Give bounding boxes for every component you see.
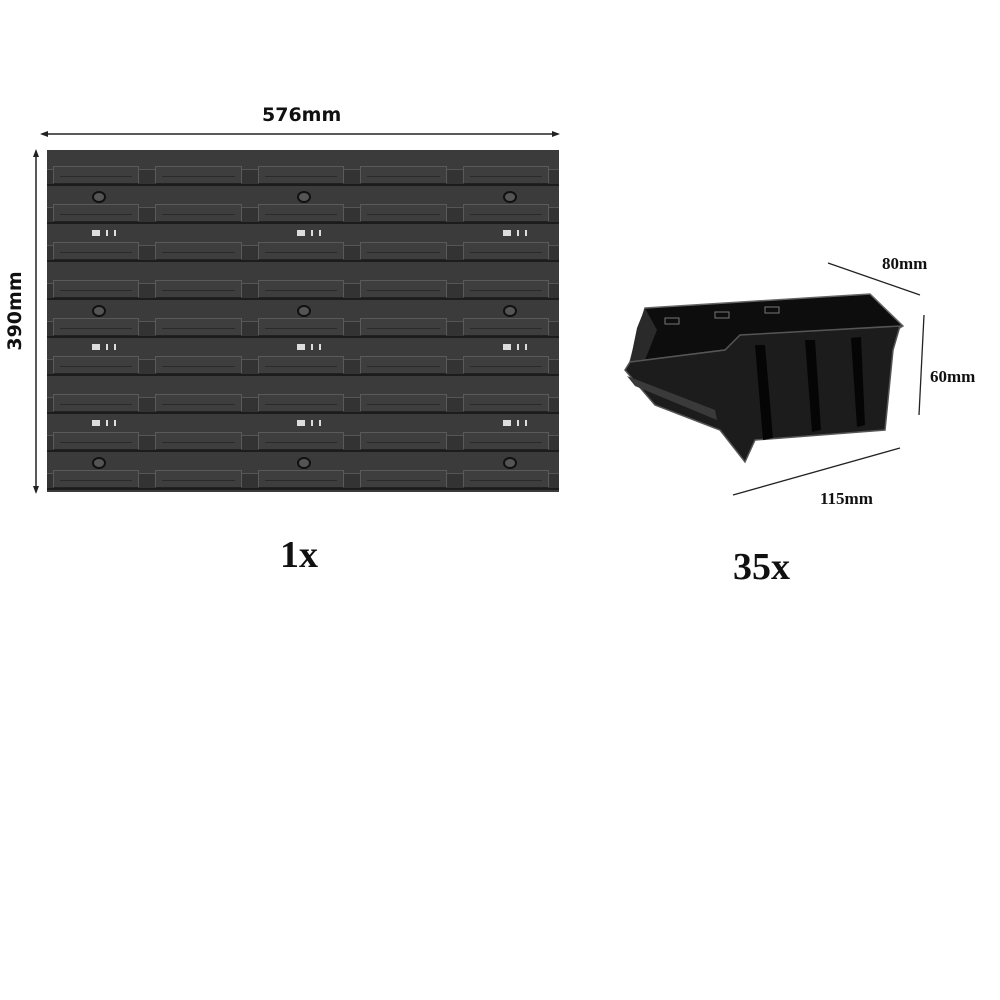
mounting-hole-icon [503, 457, 517, 469]
mounting-hole-icon [297, 191, 311, 203]
bin-slot [257, 356, 345, 374]
bin-slot [360, 204, 447, 222]
bin-depth-label: 80mm [882, 254, 928, 273]
panel-row [47, 340, 559, 378]
bin-slot [257, 432, 345, 450]
panel-row [47, 378, 559, 416]
bin-width-label: 115mm [820, 489, 873, 508]
bin-slot [53, 280, 140, 298]
panel-quantity: 1x [280, 534, 318, 576]
bin-slot [360, 432, 447, 450]
bin-slot [360, 166, 447, 184]
bin-slot [360, 394, 447, 412]
bin-slot [462, 280, 549, 298]
panel-width-dimension-line [40, 131, 560, 137]
bin-height-label: 60mm [930, 367, 976, 386]
mounting-hole-icon [92, 191, 106, 203]
bin-slot [360, 318, 447, 336]
bin-slot [155, 470, 242, 488]
bin-slot [53, 204, 140, 222]
panel-row [47, 454, 559, 492]
bin-quantity: 35x [733, 546, 790, 588]
bin-slot [53, 166, 140, 184]
bin-slot [462, 242, 549, 260]
bin-slot [53, 318, 140, 336]
bin-slot [360, 242, 447, 260]
panel-row [47, 150, 559, 188]
bin-slot [155, 166, 242, 184]
bin-dimension-lines [732, 262, 925, 496]
bin-slot [257, 204, 345, 222]
bin-slot [462, 204, 549, 222]
mounting-hole-icon [503, 305, 517, 317]
mounting-hole-icon [297, 457, 311, 469]
bin-slot [155, 394, 242, 412]
panel-width-label: 576mm [262, 104, 342, 126]
bin-slot [360, 280, 447, 298]
bin-slot [462, 432, 549, 450]
bin-slot [155, 356, 242, 374]
bin-slot [257, 242, 345, 260]
panel-height-label: 390mm [4, 271, 26, 351]
mounting-hole-icon [503, 191, 517, 203]
panel-row [47, 416, 559, 454]
mounting-hole-icon [92, 457, 106, 469]
panel-height-dimension-line [33, 149, 39, 494]
panel-row [47, 264, 559, 302]
mounting-hole-icon [297, 305, 311, 317]
bin-slot [257, 394, 345, 412]
bin-slot [462, 166, 549, 184]
bin-slot [462, 394, 549, 412]
bin-slot [462, 318, 549, 336]
panel-row [47, 188, 559, 226]
panel-row [47, 302, 559, 340]
panel-row [47, 226, 559, 264]
bin-slot [53, 242, 140, 260]
bin-slot [257, 166, 345, 184]
bin-slot [257, 280, 345, 298]
wall-panel [47, 150, 559, 492]
mounting-hole-icon [92, 305, 106, 317]
bin-slot [257, 318, 345, 336]
bin-slot [53, 356, 140, 374]
bin-slot [462, 470, 549, 488]
storage-bin-image [624, 293, 905, 464]
bin-slot [155, 204, 242, 222]
bin-slot [360, 470, 447, 488]
bin-slot [155, 432, 242, 450]
bin-slot [53, 432, 140, 450]
bin-slot [53, 394, 140, 412]
bin-slot [155, 242, 242, 260]
bin-slot [155, 318, 242, 336]
bin-slot [53, 470, 140, 488]
bin-slot [462, 356, 549, 374]
bin-slot [257, 470, 345, 488]
bin-slot [155, 280, 242, 298]
bin-slot [360, 356, 447, 374]
